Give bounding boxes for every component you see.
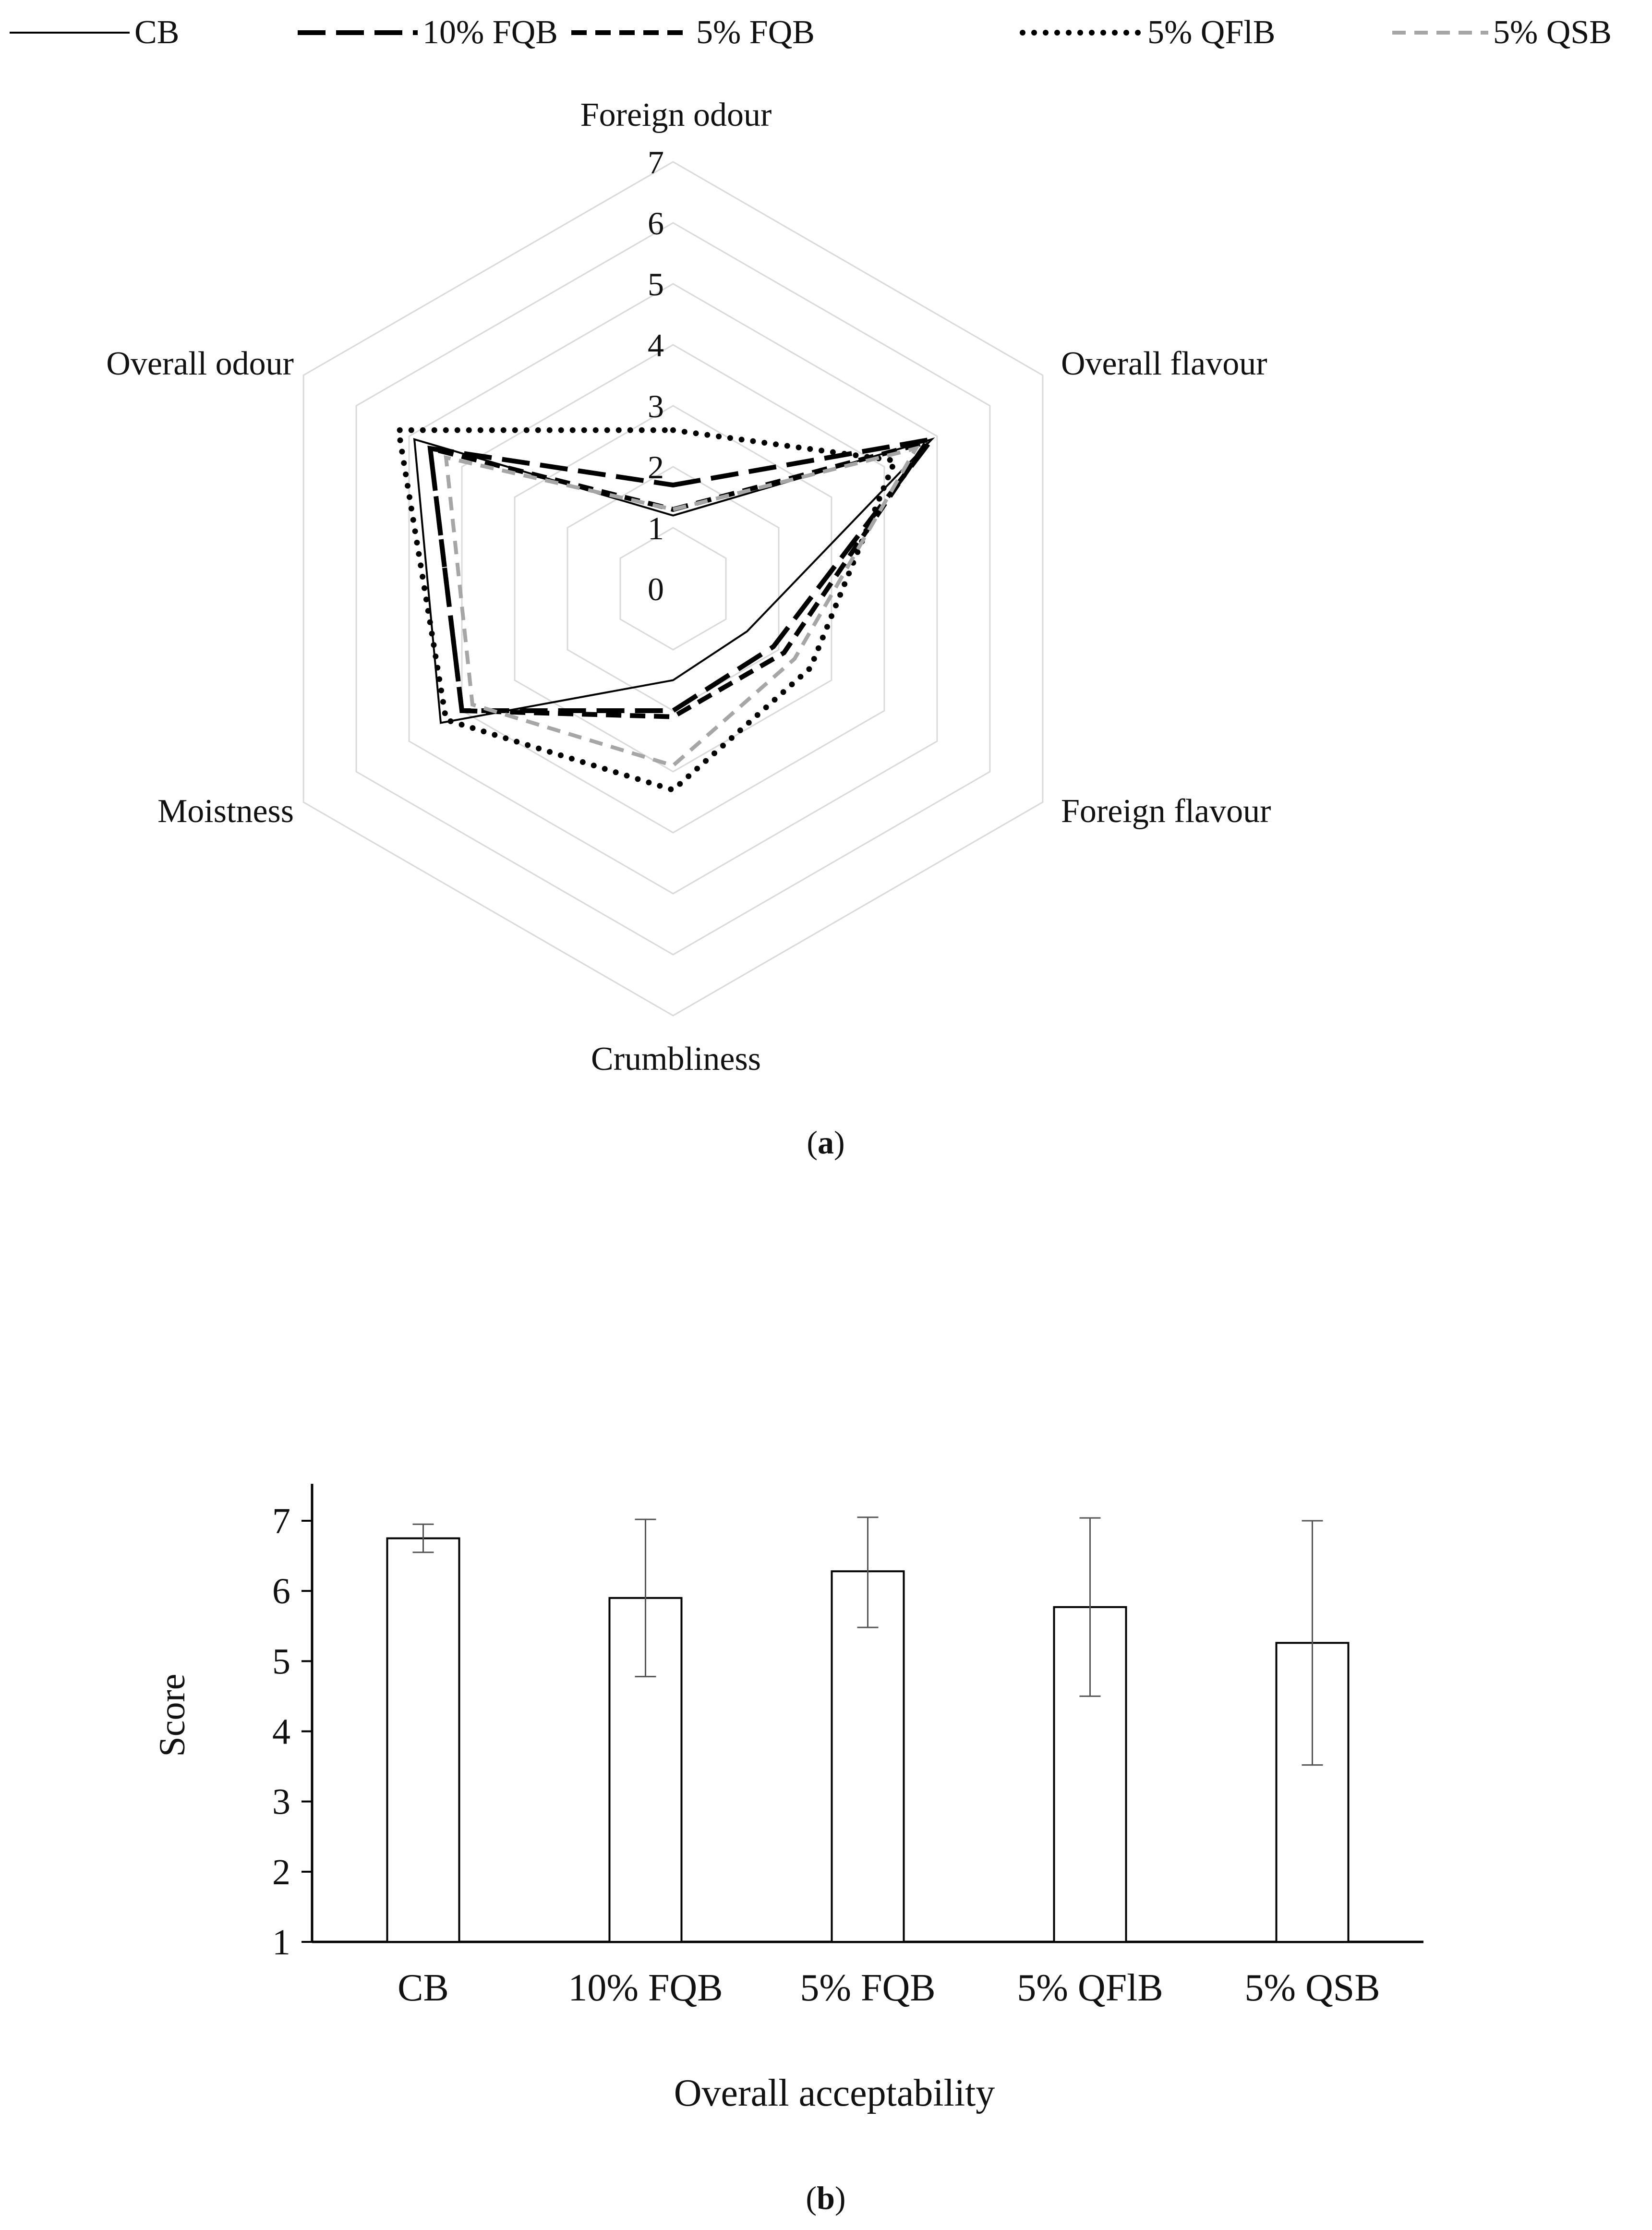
bar-y-tick-label: 5 (272, 1641, 290, 1682)
legend-label-cb: CB (134, 14, 179, 51)
radar-grid-ring (619, 527, 727, 651)
bar-y-tick-label: 2 (272, 1852, 290, 1892)
radar-axis-label-foreign-odour: Foreign odour (580, 97, 772, 133)
radar-tick-label: 4 (648, 327, 664, 364)
bar-error-bars (412, 1516, 1323, 1766)
radar-grid-ring (408, 283, 938, 895)
bar-y-tick-label: 3 (272, 1782, 290, 1822)
panel-label-b: (b) (806, 2180, 845, 2216)
bar-y-tick-labels: 1 2 3 4 5 6 7 (272, 1501, 312, 1963)
radar-axis-label-crumbliness: Crumbliness (591, 1041, 761, 1078)
radar-tick-labels: 0 1 2 3 4 5 6 7 (648, 144, 664, 607)
radar-tick-label: 2 (648, 449, 664, 485)
radar-grid-ring (514, 405, 832, 773)
legend-label-10pct-fqb: 10% FQB (422, 14, 558, 51)
bar-5pct-fqb (831, 1570, 905, 1943)
radar-axis-label-overall-flavour: Overall flavour (1061, 345, 1267, 382)
radar-grid-ring (567, 466, 780, 712)
radar-grid-ring (302, 161, 1044, 1017)
bar-cb (386, 1537, 460, 1943)
bar-y-axis-label: Score (152, 1673, 193, 1757)
radar-grid-ring (461, 344, 885, 834)
radar-tick-label: 7 (648, 144, 664, 181)
bar-y-tick-label: 6 (272, 1571, 290, 1612)
radar-axis-label-moistness: Moistness (157, 793, 294, 830)
panel-label-a: (a) (807, 1124, 844, 1161)
legend-label-5pct-qsb: 5% QSB (1493, 14, 1612, 51)
bar-x-axis-label: Overall acceptability (674, 2072, 995, 2114)
error-bar-5pct-qsb (1302, 1520, 1323, 1766)
radar-series-cb (413, 437, 935, 724)
bar-y-tick-label: 1 (272, 1922, 290, 1963)
radar-grid (302, 161, 1044, 1017)
radar-series-lines (395, 427, 938, 793)
error-bar-10pct-fqb (635, 1518, 656, 1677)
legend-label-5pct-qflb: 5% QFlB (1147, 14, 1275, 51)
radar-series-5pct-qflb (395, 427, 899, 793)
bar-x-tick-labels: CB 10% FQB 5% FQB 5% QFlB 5% QSB (398, 1967, 1380, 2009)
radar-tick-label: 5 (648, 266, 664, 303)
radar-legend: CB 10% FQB 5% FQB 5% QFlB 5% QSB (10, 14, 1612, 51)
bar-x-tick-label-10pct-fqb: 10% FQB (568, 1967, 723, 2009)
error-bar-5pct-fqb (857, 1516, 879, 1628)
radar-grid-ring (355, 222, 991, 956)
radar-axis-label-foreign-flavour: Foreign flavour (1061, 793, 1271, 830)
bar-x-tick-label-5pct-fqb: 5% FQB (800, 1967, 935, 2009)
radar-tick-label: 0 (648, 571, 664, 607)
radar-tick-label: 6 (648, 205, 664, 242)
radar-tick-label: 1 (648, 510, 664, 546)
bar-x-tick-label-5pct-qflb: 5% QFlB (1017, 1967, 1163, 2009)
radar-tick-label: 3 (648, 388, 664, 424)
bar-bars (386, 1537, 1350, 1943)
radar-series-10pct-fqb (427, 436, 938, 713)
bar-x-tick-label-5pct-qsb: 5% QSB (1244, 1967, 1380, 2009)
legend-label-5pct-fqb: 5% FQB (696, 14, 815, 51)
error-bar-cb (412, 1523, 434, 1553)
radar-axis-label-overall-odour: Overall odour (106, 345, 294, 382)
error-bar-5pct-qflb (1079, 1517, 1101, 1697)
bar-chart: 1 2 3 4 5 6 7 CB 10% FQB 5% FQB 5% QFlB 5% QSB Sco… (152, 1484, 1423, 2114)
bar-y-tick-label: 7 (272, 1501, 290, 1541)
bar-x-tick-label-cb: CB (398, 1967, 449, 2009)
radar-series-5pct-qsb (444, 445, 920, 768)
bar-y-tick-label: 4 (272, 1712, 290, 1752)
